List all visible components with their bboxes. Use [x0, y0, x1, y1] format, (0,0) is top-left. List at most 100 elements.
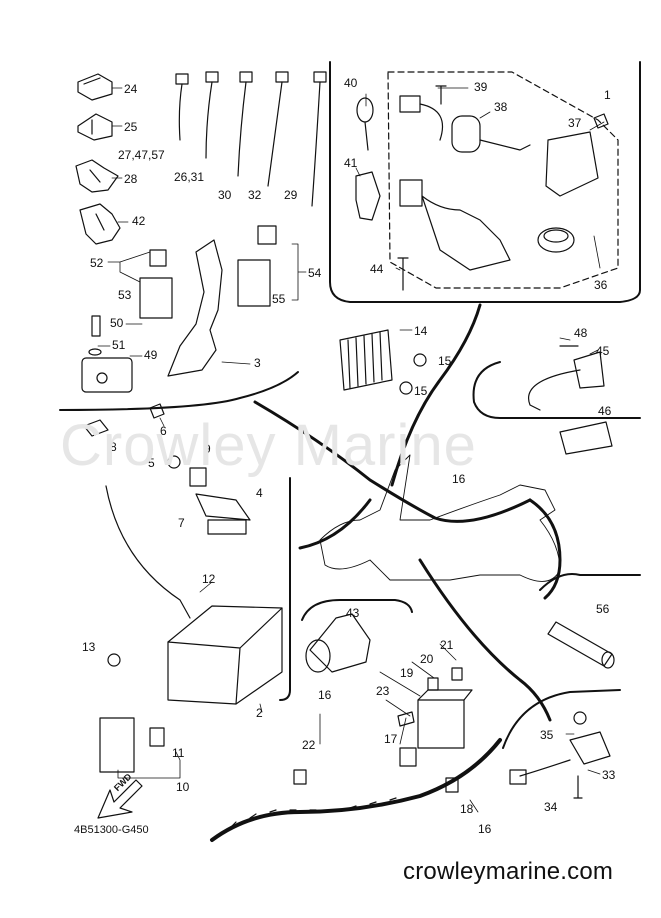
holder-45 — [573, 351, 605, 389]
drawing-code: 4B51300-G450 — [74, 824, 149, 836]
part-number-label: 43 — [346, 606, 360, 620]
part-number-label: 28 — [124, 172, 138, 186]
key-holder-41 — [355, 171, 381, 221]
fuse-21 — [451, 667, 463, 681]
part-number-label: 53 — [118, 288, 132, 302]
sensor-section-divider — [502, 689, 621, 749]
bolt-15b — [399, 381, 413, 395]
part-number-label: 55 — [272, 292, 286, 306]
part-number-label: 12 — [202, 572, 216, 586]
part-number-label: 20 — [420, 652, 434, 666]
part-number-label: 1 — [604, 88, 611, 102]
part-number-label: 56 — [596, 602, 610, 616]
part-number-label: 30 — [218, 188, 232, 202]
part-number-label: 44 — [370, 262, 384, 276]
screw-39 — [435, 85, 447, 105]
part-number-label: 27,47,57 — [118, 148, 165, 162]
bolt-34 — [573, 775, 583, 799]
cable-tie-29 — [311, 71, 327, 207]
part-number-label: 5 — [148, 456, 155, 470]
bracket-49 — [81, 357, 133, 393]
part-number-label: 38 — [494, 100, 508, 114]
battery-2 — [167, 605, 283, 705]
cover-7 — [207, 519, 247, 535]
sensor-33 — [509, 731, 611, 785]
cable-tie-27 — [175, 73, 189, 141]
part-number-label: 25 — [124, 120, 138, 134]
part-number-label: 14 — [414, 324, 428, 338]
upper-right-divider — [329, 61, 641, 303]
website-link[interactable]: crowleymarine.com — [403, 858, 614, 885]
wire-45 — [528, 369, 581, 411]
nut-35 — [573, 711, 587, 725]
part-number-label: 7 — [178, 516, 185, 530]
part-number-label: 8 — [110, 440, 117, 454]
starter-relay-43 — [305, 613, 371, 673]
battery-terminal-13 — [107, 653, 121, 667]
part-number-label: 15 — [414, 384, 428, 398]
part-number-label: 22 — [302, 738, 316, 752]
relay-53 — [139, 249, 173, 319]
cap-36 — [537, 227, 575, 253]
fuse-20 — [427, 677, 439, 691]
part-number-label: 9 — [204, 442, 211, 456]
clamp-42 — [79, 203, 121, 245]
part-number-label: 23 — [376, 684, 390, 698]
connector-22 — [293, 769, 307, 785]
starter-relay-10 — [99, 717, 135, 773]
fuse-11 — [149, 727, 165, 747]
wire-harness-down-left — [298, 498, 372, 550]
fuse-box-19 — [417, 689, 473, 749]
sleeve-46 — [559, 421, 613, 455]
plate-8 — [83, 419, 109, 437]
pipe-56 — [547, 621, 615, 669]
part-number-label: 10 — [176, 780, 190, 794]
bracket-3 — [167, 239, 223, 377]
cable-tie-32 — [267, 71, 289, 187]
motorcycle-silhouette — [319, 454, 561, 582]
part-number-label: 15 — [438, 354, 452, 368]
part-number-label: 48 — [574, 326, 588, 340]
part-number-label: 6 — [160, 424, 167, 438]
part-number-label: 11 — [172, 746, 185, 760]
part-number-label: 13 — [82, 640, 96, 654]
part-number-label: 16 — [478, 822, 492, 836]
bolt-1 — [593, 113, 609, 129]
clamp-24 — [77, 73, 113, 101]
bolt-6 — [149, 403, 165, 419]
washer-51 — [88, 348, 102, 356]
part-number-label: 33 — [602, 768, 616, 782]
part-number-label: 16 — [452, 472, 466, 486]
leader-lines — [97, 87, 605, 813]
relay-55 — [237, 225, 277, 307]
ignition-switch-38 — [399, 95, 531, 271]
part-number-label: 3 — [254, 356, 261, 370]
ignition-key-40 — [356, 97, 374, 151]
bolt-50 — [91, 315, 101, 337]
cable-tie-26 — [205, 71, 219, 159]
part-number-label: 49 — [144, 348, 158, 362]
rectifier-14 — [339, 329, 393, 391]
part-number-label: 2 — [256, 706, 263, 720]
connector-18 — [445, 777, 459, 793]
clamp-28 — [75, 159, 119, 193]
part-number-label: 54 — [308, 266, 322, 280]
part-number-label: 26,31 — [174, 170, 205, 184]
wire-harness-16 — [210, 738, 502, 842]
part-number-label: 37 — [568, 116, 582, 130]
left-section-divider — [59, 371, 299, 411]
plate-9 — [189, 467, 207, 487]
part-number-label: 21 — [440, 638, 454, 652]
part-number-label: 45 — [596, 344, 610, 358]
wire-harness-right-rear — [528, 498, 562, 600]
part-number-label: 39 — [474, 80, 488, 94]
part-number-label: 42 — [132, 214, 146, 228]
part-number-label: 18 — [460, 802, 474, 816]
clamp-25 — [77, 113, 113, 141]
wire-harness-up — [390, 303, 482, 487]
part-number-label: 40 — [344, 76, 358, 90]
part-number-label: 46 — [598, 404, 612, 418]
part-number-label: 19 — [400, 666, 414, 680]
part-number-label: 36 — [594, 278, 608, 292]
